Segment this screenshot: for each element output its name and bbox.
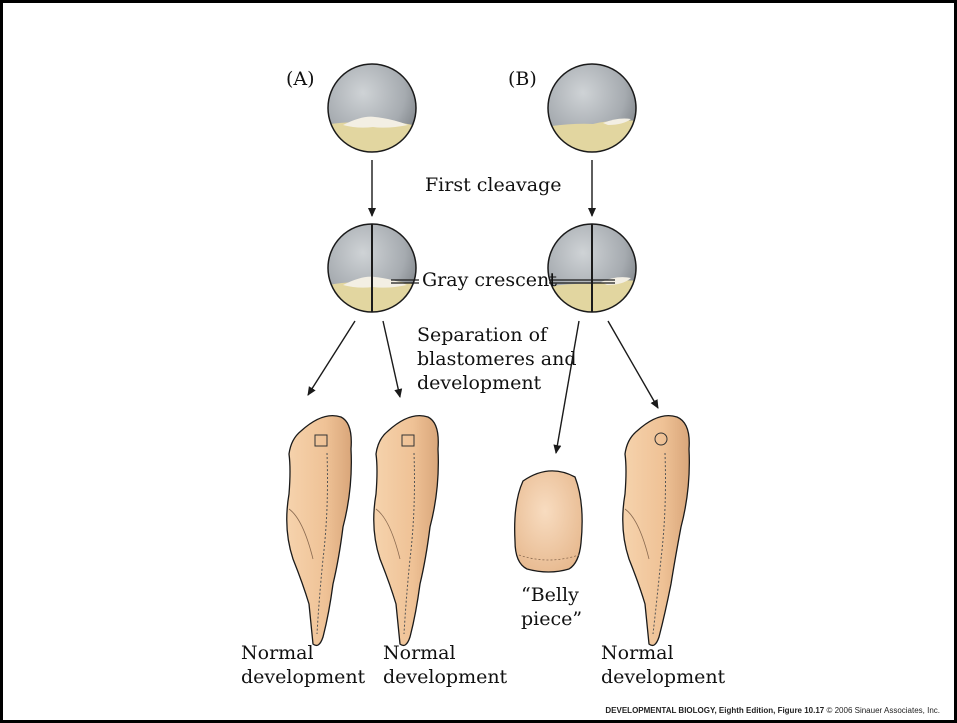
egg-a-uncleaved: [323, 58, 423, 158]
two-cell-embryo-b: [543, 218, 643, 318]
panel-b-label: (B): [508, 67, 537, 91]
caption-credit: © 2006 Sinauer Associates, Inc.: [826, 706, 940, 715]
first-cleavage-label: First cleavage: [425, 173, 562, 197]
caption-title: DEVELOPMENTAL BIOLOGY, Eighth Edition,: [605, 706, 775, 715]
two-cell-embryo-a: [323, 218, 423, 318]
figure-caption: DEVELOPMENTAL BIOLOGY, Eighth Edition, F…: [605, 706, 940, 715]
arrow-a-left: [308, 321, 355, 395]
larva-b: [623, 416, 690, 646]
normal-development-a1-label: Normal development: [241, 641, 365, 689]
egg-b-uncleaved: [543, 58, 643, 158]
separation-label: Separation of blastomeres and developmen…: [417, 323, 577, 395]
larva-a1: [287, 416, 352, 646]
slide: (A) (B) First cleavage Gray crescent Sep…: [3, 3, 954, 720]
arrow-b-normal: [608, 321, 658, 408]
belly-piece: [515, 471, 582, 572]
larva-a2: [374, 416, 439, 646]
panel-a-label: (A): [286, 67, 315, 91]
gray-crescent-label: Gray crescent: [422, 268, 557, 292]
normal-development-a2-label: Normal development: [383, 641, 507, 689]
normal-development-b-label: Normal development: [601, 641, 725, 689]
belly-piece-label: “Belly piece”: [521, 583, 582, 631]
arrow-a-right: [383, 321, 400, 397]
caption-figure: Figure 10.17: [778, 706, 825, 715]
